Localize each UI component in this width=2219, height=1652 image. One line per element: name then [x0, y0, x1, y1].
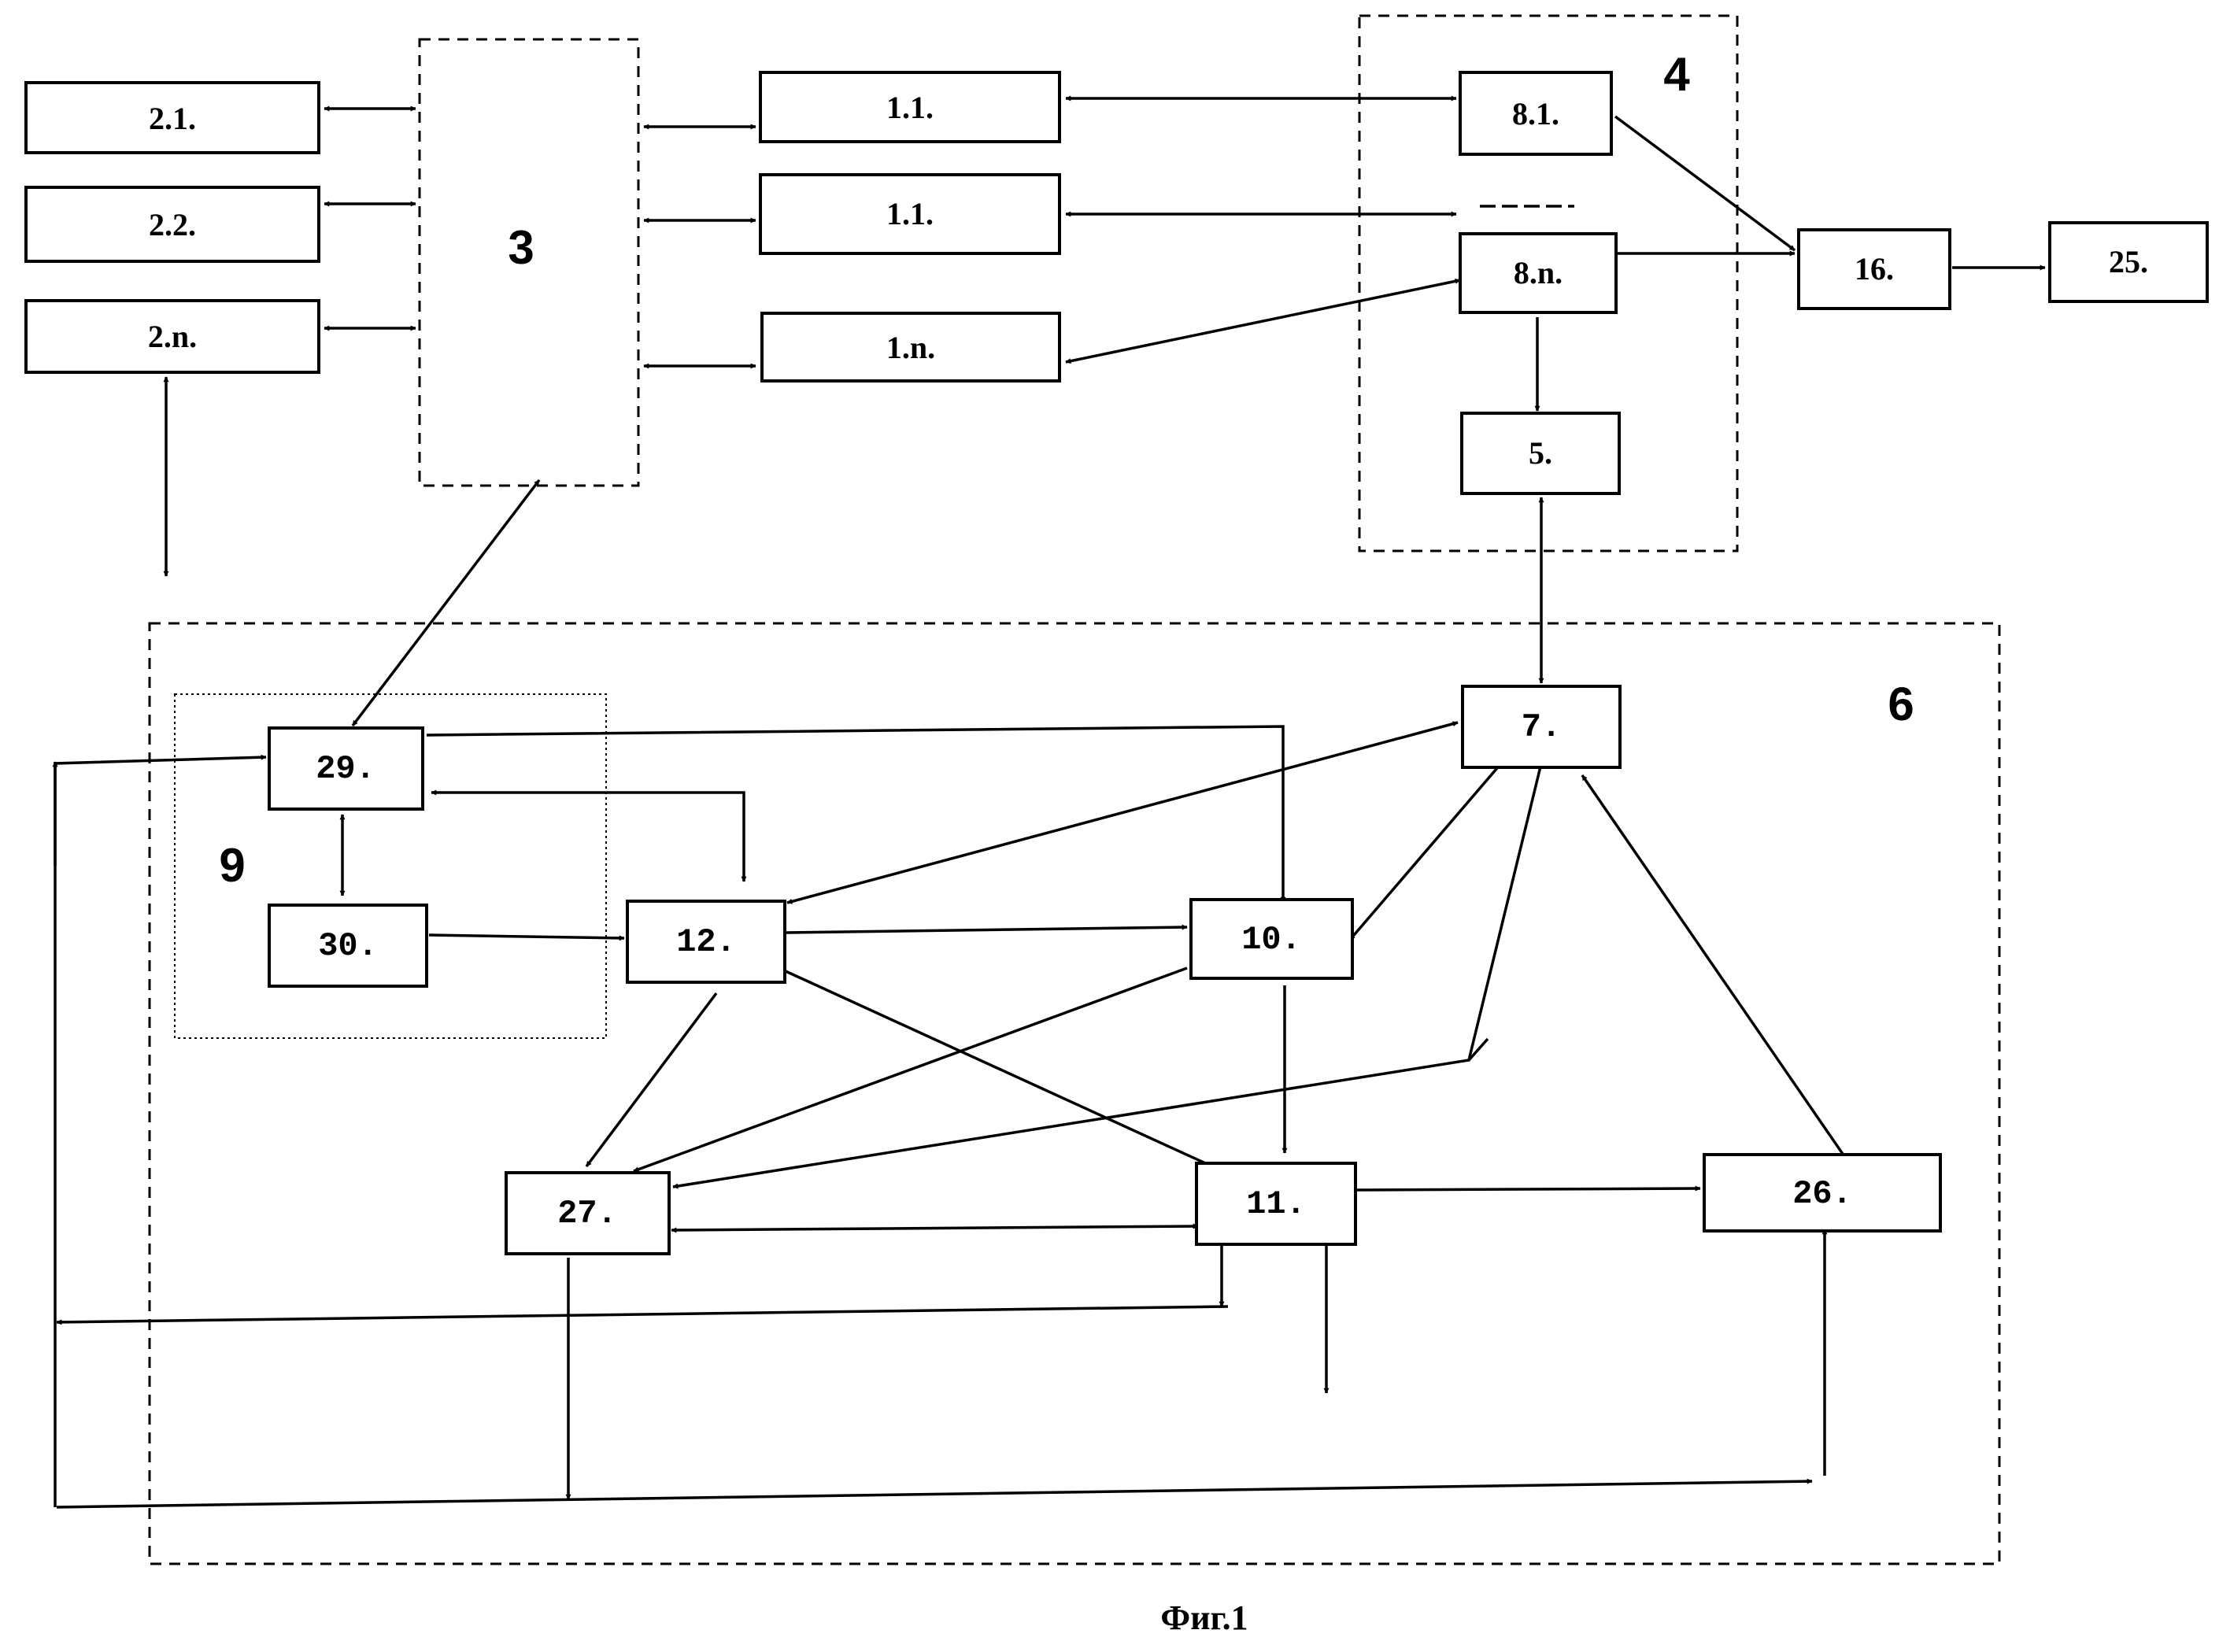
group-4-label: 4 [1663, 48, 1690, 101]
link-3-29 [353, 480, 539, 726]
block-1-1-b: 1.1. [760, 175, 1060, 253]
block-2-n: 2.n. [26, 301, 319, 372]
block-1-1-a: 1.1. [760, 72, 1060, 142]
link-12-10 [786, 927, 1187, 933]
figure-caption: Фиг.1 [1160, 1598, 1248, 1637]
block-1-1-a-label: 1.1. [886, 90, 934, 125]
block-12: 12. [627, 901, 785, 982]
link-29-10 [427, 726, 1283, 902]
block-2-1: 2.1. [26, 83, 319, 153]
block-29: 29. [269, 728, 423, 809]
block-2-2-label: 2.2. [149, 207, 196, 242]
block-7-label: 7. [1522, 708, 1561, 746]
block-7: 7. [1463, 686, 1620, 767]
group-9-label: 9 [219, 839, 245, 892]
link-29-12 [431, 793, 744, 881]
link-8-1-16 [1615, 116, 1795, 250]
block-27-label: 27. [557, 1195, 617, 1233]
link-bus-left [57, 1306, 1228, 1322]
block-5: 5. [1462, 413, 1619, 493]
link-11-26 [1355, 1188, 1700, 1190]
block-8-1: 8.1. [1460, 72, 1611, 154]
block-12-label: 12. [676, 923, 736, 961]
block-30-label: 30. [318, 927, 378, 965]
block-2-n-label: 2.n. [148, 319, 197, 354]
block-1-n: 1.n. [762, 313, 1060, 381]
block-26: 26. [1704, 1155, 1940, 1231]
group-3-label: 3 [508, 221, 534, 274]
block-8-n-label: 8.n. [1514, 255, 1563, 290]
block-25: 25. [2050, 223, 2207, 301]
block-5-label: 5. [1529, 435, 1552, 471]
link-27-11 [671, 1226, 1198, 1230]
group-6-label: 6 [1888, 678, 1914, 730]
link-10-27 [634, 968, 1187, 1171]
block-16-label: 16. [1855, 251, 1894, 286]
block-1-n-label: 1.n. [886, 330, 935, 365]
block-29-label: 29. [316, 750, 375, 788]
block-8-n: 8.n. [1460, 234, 1616, 312]
link-7-26 [1582, 775, 1846, 1159]
block-30: 30. [269, 905, 427, 986]
link-1-n-8-n [1066, 280, 1460, 362]
block-16: 16. [1799, 230, 1950, 309]
block-11: 11. [1196, 1163, 1355, 1244]
block-26-label: 26. [1792, 1175, 1852, 1213]
link-bottom-bus [57, 1481, 1812, 1507]
block-8-1-label: 8.1. [1512, 96, 1559, 131]
block-27: 27. [506, 1173, 669, 1254]
block-1-1-b-label: 1.1. [886, 196, 934, 231]
block-10-label: 10. [1241, 921, 1301, 959]
link-30-12 [429, 935, 624, 938]
link-7-10 [1350, 763, 1501, 940]
block-2-2: 2.2. [26, 187, 319, 261]
block-11-label: 11. [1246, 1185, 1306, 1223]
block-10: 10. [1191, 900, 1352, 978]
group-6-frame [150, 623, 1999, 1564]
block-25-label: 25. [2109, 244, 2148, 279]
link-7-12 [787, 723, 1458, 903]
link-7-27 [673, 763, 1541, 1187]
block-2-1-label: 2.1. [149, 101, 196, 136]
